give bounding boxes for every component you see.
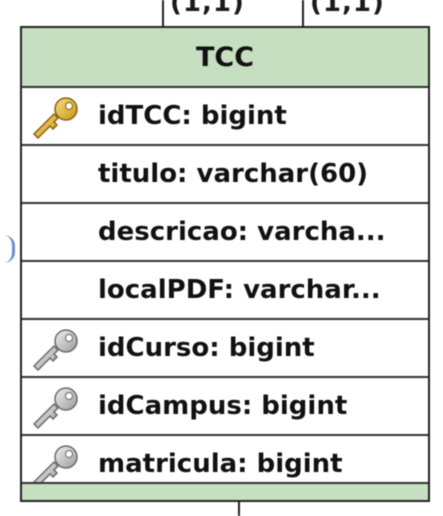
table-name: TCC [195, 41, 255, 73]
relationship-line-bottom [238, 502, 240, 516]
column-row[interactable]: descricao: varcha... [22, 204, 428, 262]
column-row[interactable]: idCampus: bigint [22, 378, 428, 436]
gray-key-icon [32, 329, 78, 372]
column-label: idCampus: bigint [98, 391, 348, 421]
entity-table-tcc[interactable]: TCC idTCC: bigint titulo: varchar(60) [20, 26, 430, 502]
table-footer [22, 482, 428, 500]
gray-key-icon [32, 387, 78, 430]
connector-end-left [4, 235, 15, 263]
column-label: localPDF: varchar... [98, 275, 381, 305]
column-row[interactable]: idTCC: bigint [22, 88, 428, 146]
column-row[interactable]: matricula: bigint [22, 436, 428, 494]
table-header[interactable]: TCC [22, 28, 428, 88]
column-label: idCurso: bigint [98, 333, 315, 363]
column-row[interactable]: titulo: varchar(60) [22, 146, 428, 204]
column-label: matricula: bigint [98, 449, 343, 479]
column-label: descricao: varcha... [98, 217, 386, 247]
relationship-line-left [162, 0, 164, 26]
cardinality-label-right: (1,1) [310, 0, 385, 18]
gold-key-icon [32, 97, 78, 140]
column-label: idTCC: bigint [98, 101, 287, 131]
relationship-line-right [302, 0, 304, 26]
column-row[interactable]: idCurso: bigint [22, 320, 428, 378]
cardinality-label-left: (1,1) [170, 0, 245, 18]
column-row[interactable]: localPDF: varchar... [22, 262, 428, 320]
column-label: titulo: varchar(60) [98, 159, 369, 189]
